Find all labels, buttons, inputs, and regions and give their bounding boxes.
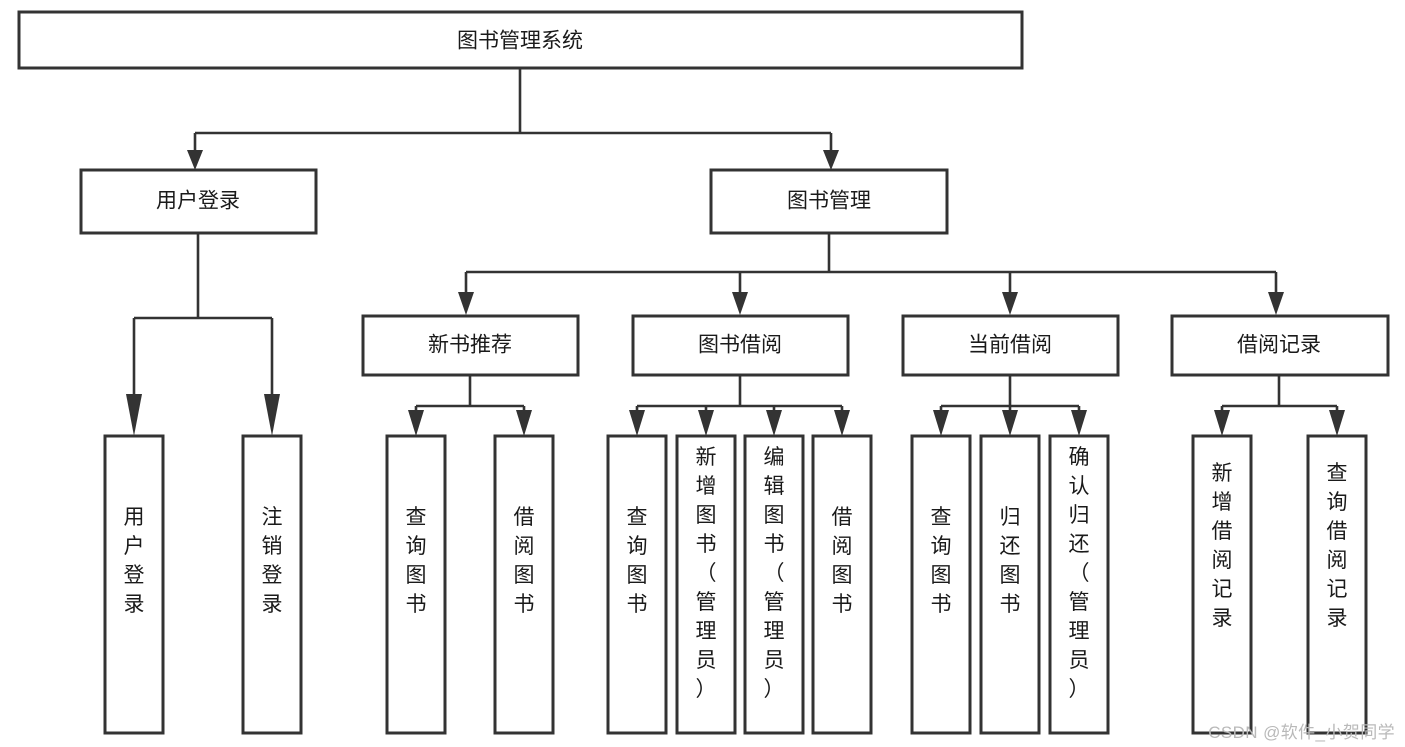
node-leaf-add-book[interactable]: 新增图书（管理员） — [675, 434, 737, 735]
node-leaf-logout-label: 注销登录 — [262, 506, 283, 616]
node-new-book-recommend-label: 新书推荐 — [428, 334, 512, 357]
node-leaf-query-record[interactable]: 查询借阅记录 — [1306, 434, 1368, 735]
arrow-cb-leaf-2 — [1002, 410, 1018, 436]
node-leaf-borrow-book-1-label: 借阅图书 — [514, 506, 535, 616]
node-leaf-confirm-return[interactable]: 确认归还（管理员） — [1048, 434, 1110, 735]
node-user-login-box[interactable] — [79, 168, 318, 235]
node-leaf-add-record[interactable]: 新增借阅记录 — [1191, 434, 1253, 735]
node-leaf-query-book-2[interactable]: 查询图书 — [606, 434, 668, 735]
node-leaf-query-record-box[interactable] — [1306, 434, 1368, 735]
arrow-nbr-leaf-1 — [408, 410, 424, 436]
arrow-bb-leaf-2 — [698, 410, 714, 436]
arrow-br-leaf-2 — [1329, 410, 1345, 436]
node-leaf-logout-box[interactable] — [241, 434, 303, 735]
node-leaf-query-record-label: 查询借阅记录 — [1327, 462, 1348, 630]
node-current-borrow[interactable]: 当前借阅 — [901, 314, 1120, 377]
node-leaf-return-book-label: 归还图书 — [1000, 506, 1021, 616]
node-leaf-add-record-box[interactable] — [1191, 434, 1253, 735]
node-book-manage[interactable]: 图书管理 — [709, 168, 949, 235]
node-leaf-query-book-1[interactable]: 查询图书 — [385, 434, 447, 735]
node-leaf-query-book-1-label: 查询图书 — [406, 506, 427, 616]
node-leaf-user-login[interactable]: 用户登录 — [103, 434, 165, 735]
arrow-l2-borrow-record — [1268, 292, 1284, 315]
node-leaf-add-record-label: 新增借阅记录 — [1212, 462, 1233, 630]
node-book-borrow-box[interactable] — [631, 314, 850, 377]
node-leaf-query-book-3[interactable]: 查询图书 — [910, 434, 972, 735]
node-new-book-recommend-box[interactable] — [361, 314, 580, 377]
arrow-cb-leaf-1 — [933, 410, 949, 436]
node-leaf-return-book[interactable]: 归还图书 — [979, 434, 1041, 735]
node-leaf-add-book-label: 新增图书（管理员） — [696, 446, 717, 701]
node-book-borrow-label: 图书借阅 — [698, 334, 782, 357]
node-leaf-user-login-box[interactable] — [103, 434, 165, 735]
node-leaf-user-login-label: 用户登录 — [124, 506, 145, 616]
node-book-borrow[interactable]: 图书借阅 — [631, 314, 850, 377]
node-current-borrow-box[interactable] — [901, 314, 1120, 377]
node-leaf-edit-book-label: 编辑图书（管理员） — [764, 446, 785, 701]
node-current-borrow-label: 当前借阅 — [968, 334, 1052, 357]
node-leaf-borrow-book-2-label: 借阅图书 — [832, 506, 853, 616]
node-leaf-query-book-1-box[interactable] — [385, 434, 447, 735]
node-root-label: 图书管理系统 — [457, 30, 583, 53]
arrow-nbr-leaf-2 — [516, 410, 532, 436]
node-leaf-query-book-2-label: 查询图书 — [627, 506, 648, 616]
node-leaf-confirm-return-box[interactable] — [1048, 434, 1110, 735]
node-leaf-query-book-3-box[interactable] — [910, 434, 972, 735]
arrow-root-to-user-login — [187, 150, 203, 170]
node-leaf-logout[interactable]: 注销登录 — [241, 434, 303, 735]
node-root[interactable]: 图书管理系统 — [17, 10, 1024, 70]
node-leaf-confirm-return-label: 确认归还（管理员） — [1069, 446, 1090, 701]
node-leaf-query-book-2-box[interactable] — [606, 434, 668, 735]
arrow-br-leaf-1 — [1214, 410, 1230, 436]
node-leaf-borrow-book-1-box[interactable] — [493, 434, 555, 735]
arrow-user-login-leaf-2 — [264, 394, 280, 436]
arrow-cb-leaf-3 — [1071, 410, 1087, 436]
arrow-bb-leaf-3 — [766, 410, 782, 436]
node-leaf-edit-book-box[interactable] — [743, 434, 805, 735]
node-borrow-record-label: 借阅记录 — [1237, 334, 1321, 357]
node-leaf-edit-book[interactable]: 编辑图书（管理员） — [743, 434, 805, 735]
arrow-user-login-leaf-1 — [126, 394, 142, 436]
arrow-l2-current-borrow — [1002, 292, 1018, 315]
node-leaf-query-book-3-label: 查询图书 — [931, 506, 952, 616]
node-root-box[interactable] — [17, 10, 1024, 70]
arrow-root-to-book-manage — [823, 150, 839, 170]
node-user-login[interactable]: 用户登录 — [79, 168, 318, 235]
node-leaf-borrow-book-2-box[interactable] — [811, 434, 873, 735]
connector-group — [126, 68, 1345, 436]
node-borrow-record-box[interactable] — [1170, 314, 1390, 377]
node-book-manage-label: 图书管理 — [787, 190, 871, 213]
arrow-l2-new-book-recommend — [458, 292, 474, 315]
node-leaf-borrow-book-2[interactable]: 借阅图书 — [811, 434, 873, 735]
node-leaf-add-book-box[interactable] — [675, 434, 737, 735]
node-leaf-borrow-book-1[interactable]: 借阅图书 — [493, 434, 555, 735]
node-new-book-recommend[interactable]: 新书推荐 — [361, 314, 580, 377]
arrow-bb-leaf-1 — [629, 410, 645, 436]
node-book-manage-box[interactable] — [709, 168, 949, 235]
arrow-bb-leaf-4 — [834, 410, 850, 436]
watermark: CSDN @软件_小贺同学 — [1208, 723, 1395, 742]
arrow-l2-book-borrow — [732, 292, 748, 315]
node-borrow-record[interactable]: 借阅记录 — [1170, 314, 1390, 377]
node-user-login-label: 用户登录 — [156, 190, 240, 213]
node-leaf-return-book-box[interactable] — [979, 434, 1041, 735]
